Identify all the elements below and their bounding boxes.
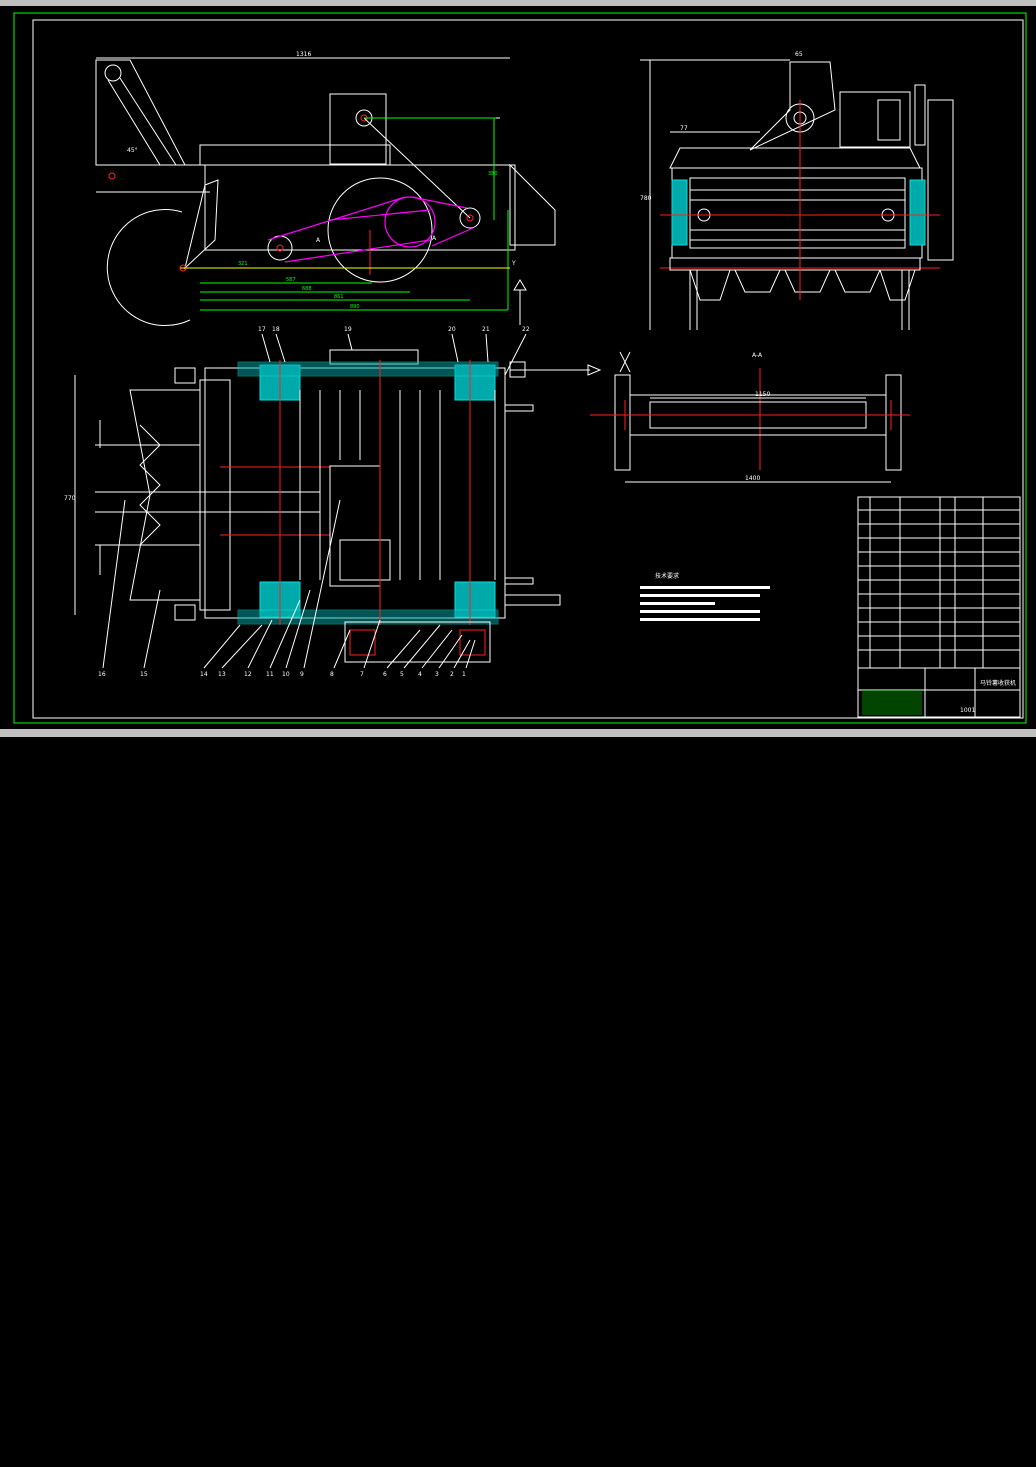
part-no: 8: [330, 671, 334, 678]
title-block: 马铃薯收获机 1001: [857, 496, 1021, 718]
dim-section-inner: 1150: [755, 391, 770, 398]
part-no: 12: [244, 671, 252, 678]
part-numbers-top: 17 18 19 20 21 22: [258, 326, 530, 333]
part-no: 22: [522, 326, 530, 333]
part-no: 18: [272, 326, 280, 333]
dim-right-vertical: 380: [488, 171, 498, 177]
part-no: 13: [218, 671, 226, 678]
dim-587: 587: [286, 277, 296, 283]
plan-view: 770: [64, 349, 602, 663]
front-view: 1316 45° A A 380 321: [95, 51, 556, 327]
part-no: 16: [98, 671, 106, 678]
dim-section-outer: 1400: [745, 475, 760, 482]
part-no: 21: [482, 326, 490, 333]
part-no: 1: [462, 671, 466, 678]
dim-321: 321: [238, 261, 248, 267]
command-line-text: 命令: 43: [4, 1458, 35, 1466]
section-label: A-A: [752, 352, 763, 359]
command-line-bar[interactable]: 命令: 43: [0, 729, 1036, 1466]
dim-side-top: 65: [795, 51, 803, 58]
part-no: 5: [400, 671, 404, 678]
part-no: 17: [258, 326, 266, 333]
inner-frame: [32, 19, 1024, 719]
dim-890: 890: [350, 304, 360, 310]
dim-side-left: 780: [640, 195, 652, 202]
outer-frame: [13, 12, 1027, 724]
side-view: 65 780 77: [640, 51, 954, 330]
part-no: 14: [200, 671, 208, 678]
title-block-code: 1001: [960, 707, 975, 714]
cad-drawing-canvas[interactable]: 1316 45° A A 380 321: [0, 0, 1036, 737]
part-no: 3: [435, 671, 439, 678]
part-no: 10: [282, 671, 290, 678]
section-mark-a-right: A: [432, 235, 437, 242]
part-numbers-bottom: 16 15 14 13 12 11 10 9 8 7 6 5 4 3 2 1: [98, 671, 466, 678]
dim-top-width: 1316: [296, 51, 311, 58]
view-label-y: Y: [511, 260, 516, 267]
leader-lines: [102, 333, 527, 669]
dim-861: 861: [334, 294, 344, 300]
part-no: 9: [300, 671, 304, 678]
dim-688: 688: [302, 286, 312, 292]
dim-angle: 45°: [127, 147, 138, 154]
section-mark-a-left: A: [316, 237, 321, 244]
tech-req-title: 技术要求: [655, 572, 679, 580]
part-no: 4: [418, 671, 422, 678]
part-no: 2: [450, 671, 454, 678]
dim-plan-left: 770: [64, 495, 76, 502]
part-no: 7: [360, 671, 364, 678]
window-title-strip: [0, 0, 1036, 6]
part-no: 19: [344, 326, 352, 333]
dim-side-77: 77: [680, 125, 688, 132]
technical-requirements: 技术要求: [640, 572, 770, 621]
title-block-name: 马铃薯收获机: [980, 679, 1016, 687]
section-a-a: A-A 1150 1400: [590, 351, 910, 483]
part-no: 15: [140, 671, 148, 678]
part-no: 20: [448, 326, 456, 333]
part-no: 11: [266, 671, 274, 678]
part-no: 6: [383, 671, 387, 678]
